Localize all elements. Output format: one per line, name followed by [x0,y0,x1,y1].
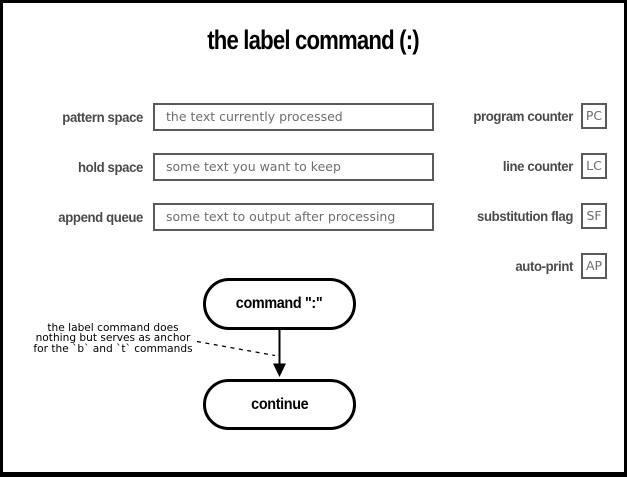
line-counter-label: line counter [502,158,573,174]
hold-space-box: some text you want to keep [153,153,434,181]
line-counter-box: LC [581,153,607,179]
flow-node-continue-label: continue [250,395,309,413]
flow-annotation-line: nothing but serves as anchor [35,332,191,345]
pattern-space-label: pattern space [62,109,143,125]
flow-annotation-line: the label command does [47,322,179,334]
auto-print-box: AP [581,253,607,279]
flow-arrow-head [273,363,286,377]
substitution-flag-label: substitution flag [477,208,573,224]
append-queue-label: append queue [58,209,143,225]
flow-annotation-line: for the `b` and `t` commands [33,342,193,355]
flow-node-command: command ":" [203,278,356,330]
append-queue-value: some text to output after processing [166,209,396,224]
annotation-leader-line [196,340,276,357]
flow-annotation: the label command does nothing but serve… [27,322,199,355]
auto-print-label: auto-print [515,258,573,274]
pattern-space-value: the text currently processed [166,109,343,124]
substitution-flag-box: SF [581,203,607,229]
append-queue-box: some text to output after processing [153,203,434,231]
hold-space-value: some text you want to keep [166,159,341,174]
page-title: the label command (:) [3,25,624,56]
page-title-text: the label command (:) [207,25,420,55]
program-counter-label: program counter [473,108,573,124]
hold-space-label: hold space [78,159,143,175]
pattern-space-box: the text currently processed [153,103,434,131]
flow-node-continue: continue [203,379,356,430]
flow-node-command-label: command ":" [236,295,323,312]
program-counter-box: PC [581,103,607,129]
